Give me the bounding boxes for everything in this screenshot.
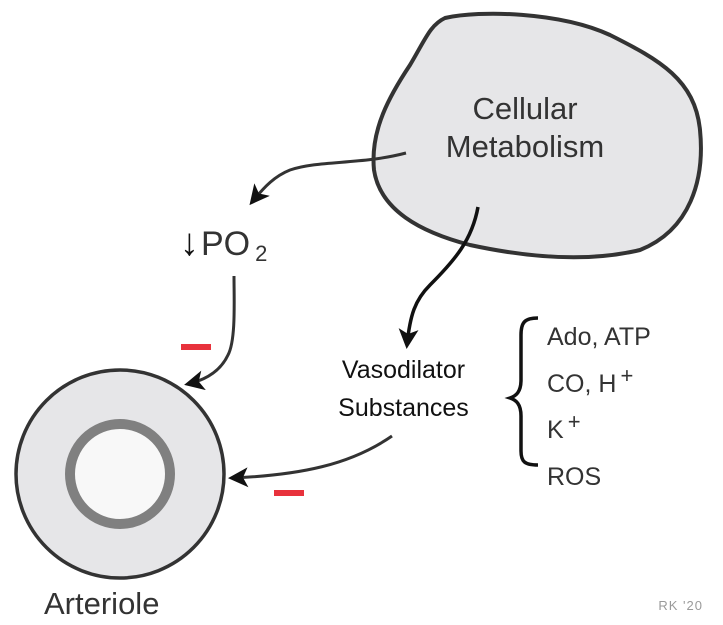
vasodilator-label: Vasodilator Substances (296, 351, 511, 427)
arteriole-label: Arteriole (44, 586, 160, 621)
substance-item: CO, H+ (547, 362, 634, 398)
curly-brace (504, 316, 539, 467)
negative-sign-vasodilator (274, 490, 304, 496)
credit-text: RK '20 (658, 598, 703, 613)
arrow-metabolism-to-vasodilator (398, 206, 480, 349)
down-arrow-icon: ↓ (180, 222, 199, 264)
negative-sign-po2 (181, 344, 211, 350)
po2-text: PO (201, 225, 251, 263)
vasodilator-line1: Vasodilator (341, 356, 466, 384)
vasodilator-line2: Substances (338, 394, 469, 422)
substance-item: ROS (547, 462, 602, 491)
substance-list: Ado, ATP CO, H+ K+ ROS (547, 310, 655, 496)
substance-item: Ado, ATP (547, 323, 651, 351)
arrow-vasodilator-to-arteriole (228, 434, 393, 488)
cellular-label-line1: Cellular (472, 91, 578, 126)
po2-subscript: 2 (255, 241, 268, 266)
arrow-po2-to-arteriole (184, 275, 236, 391)
substance-item: K+ (547, 409, 581, 444)
cellular-metabolism-label: Cellular Metabolism (400, 90, 650, 166)
cellular-metabolism-blob (371, 11, 703, 260)
arrow-metabolism-to-po2 (249, 151, 407, 206)
cellular-label-line2: Metabolism (445, 129, 605, 164)
arteriole-ring (65, 419, 175, 529)
